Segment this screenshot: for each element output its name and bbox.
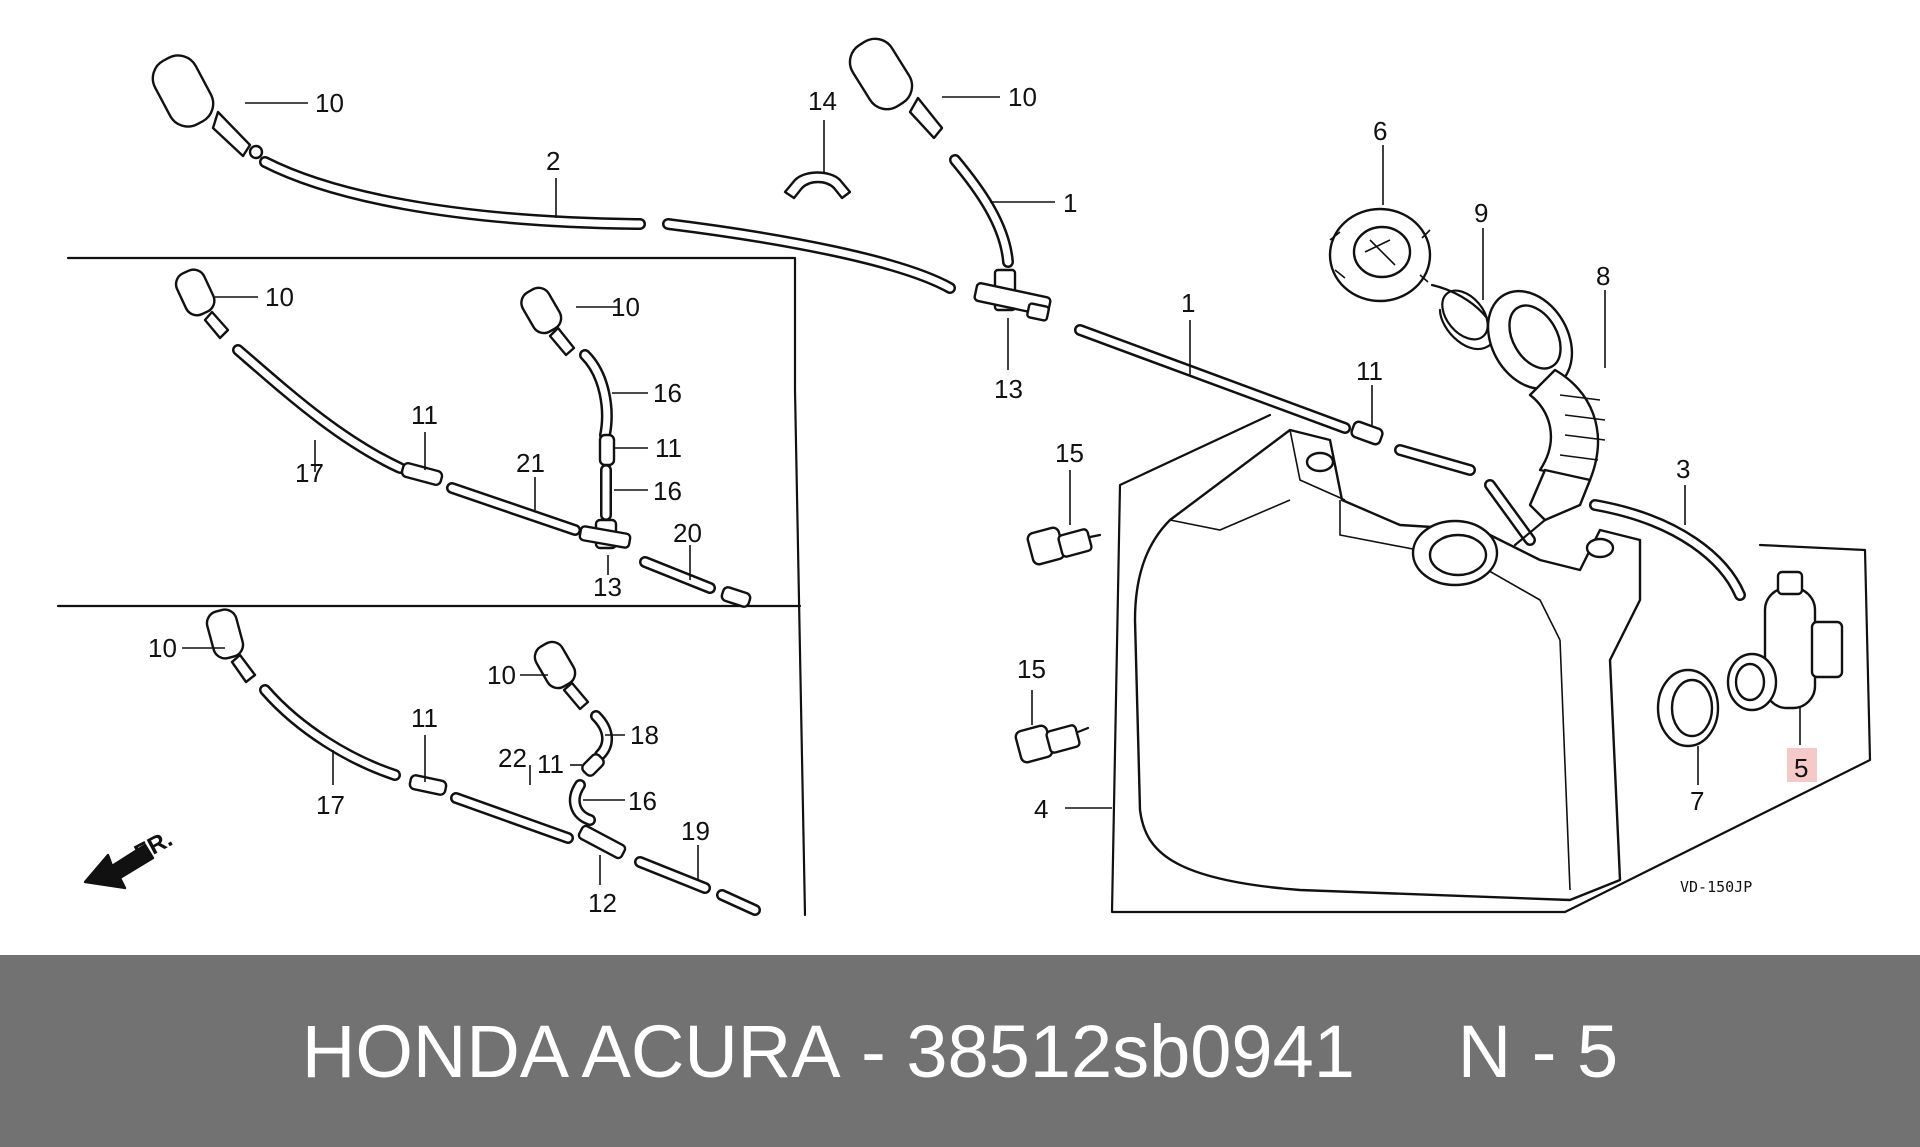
callout: 11: [411, 400, 438, 430]
position-separator: -: [1531, 1009, 1557, 1093]
filler-neck-8: [1486, 289, 1606, 547]
callout: 11: [1356, 356, 1383, 386]
grommet-7: [1656, 668, 1720, 785]
hose-clamp-14: [783, 120, 852, 200]
callout: 1: [1063, 188, 1077, 218]
lower-panel-parts: [205, 608, 761, 916]
callout: 10: [148, 633, 177, 663]
diagram-code: VD-150JP: [1680, 878, 1752, 896]
callout: 12: [588, 888, 617, 918]
hose-2: [259, 156, 956, 294]
callout: 22: [498, 743, 527, 773]
callout: 11: [411, 703, 438, 733]
callout: 11: [655, 433, 682, 463]
hose-1-short: [949, 154, 1014, 268]
callout: 4: [1034, 794, 1048, 824]
footer-bar: HONDA ACURA - 38512sb0941 N - 5: [0, 955, 1920, 1147]
callout: 16: [653, 476, 682, 506]
highlight-callout-5: [1787, 748, 1817, 782]
position-label: N: [1457, 1009, 1512, 1093]
callout: 6: [1373, 116, 1387, 146]
panel-frames: [56, 256, 1872, 917]
callout: 7: [1690, 786, 1704, 816]
front-direction-arrow-icon: [83, 843, 155, 890]
callout: 13: [994, 374, 1023, 404]
footer-title: HONDA ACURA - 38512sb0941 N - 5: [0, 955, 1920, 1147]
hose-3: [1589, 499, 1746, 601]
callout: 15: [1017, 654, 1046, 684]
hose-to-pump: [1394, 444, 1536, 546]
callout: 10: [315, 88, 344, 118]
middle-panel-parts: [174, 268, 752, 608]
callout: 9: [1474, 198, 1488, 228]
callout: 16: [653, 378, 682, 408]
callout: 21: [516, 448, 545, 478]
callout: 10: [1008, 82, 1037, 112]
bolt-15-lower: [1014, 690, 1090, 764]
filler-cap-6: [1328, 207, 1432, 303]
title-separator: -: [861, 1009, 886, 1093]
callout: 10: [487, 660, 516, 690]
washer-pump-5: [1726, 570, 1844, 745]
brand-name: HONDA ACURA: [301, 1009, 841, 1093]
t-joint-13: [973, 268, 1052, 322]
callout: 17: [316, 790, 345, 820]
callout: 3: [1676, 454, 1690, 484]
callout: 19: [681, 816, 710, 846]
callout: 8: [1596, 261, 1610, 291]
position-value: 5: [1576, 1009, 1619, 1093]
callout: 11: [537, 749, 564, 779]
washer-tank-4: [1133, 428, 1642, 902]
callout: 10: [265, 282, 294, 312]
callout: 20: [673, 518, 702, 548]
callout: 14: [808, 86, 837, 116]
parts-diagram: 10 2 14 10 1 13 6 9 8 1 11 3 15 15 4 7 5…: [56, 37, 1872, 918]
bolt-15-upper: [1026, 470, 1102, 566]
callout-labels: 10 2 14 10 1 13 6 9 8 1 11 3 15 15 4 7 5…: [148, 82, 1808, 918]
callout: 1: [1181, 288, 1195, 318]
washer-nozzle-top-left: [151, 54, 264, 160]
callout: 13: [593, 572, 622, 602]
callout: 10: [611, 292, 640, 322]
leader-lines: [182, 96, 1686, 885]
callout: 15: [1055, 438, 1084, 468]
washer-nozzle-top-center: [848, 37, 944, 140]
callout: 16: [628, 786, 657, 816]
part-number: 38512sb0941: [906, 1009, 1355, 1093]
o-ring-9: [1430, 283, 1495, 351]
callout-highlighted: 5: [1794, 753, 1808, 783]
callout: 17: [295, 458, 324, 488]
connector-11-main: [1350, 420, 1384, 446]
callout: 18: [630, 720, 659, 750]
hose-1-long: [1074, 324, 1351, 434]
callout: 2: [546, 146, 560, 176]
